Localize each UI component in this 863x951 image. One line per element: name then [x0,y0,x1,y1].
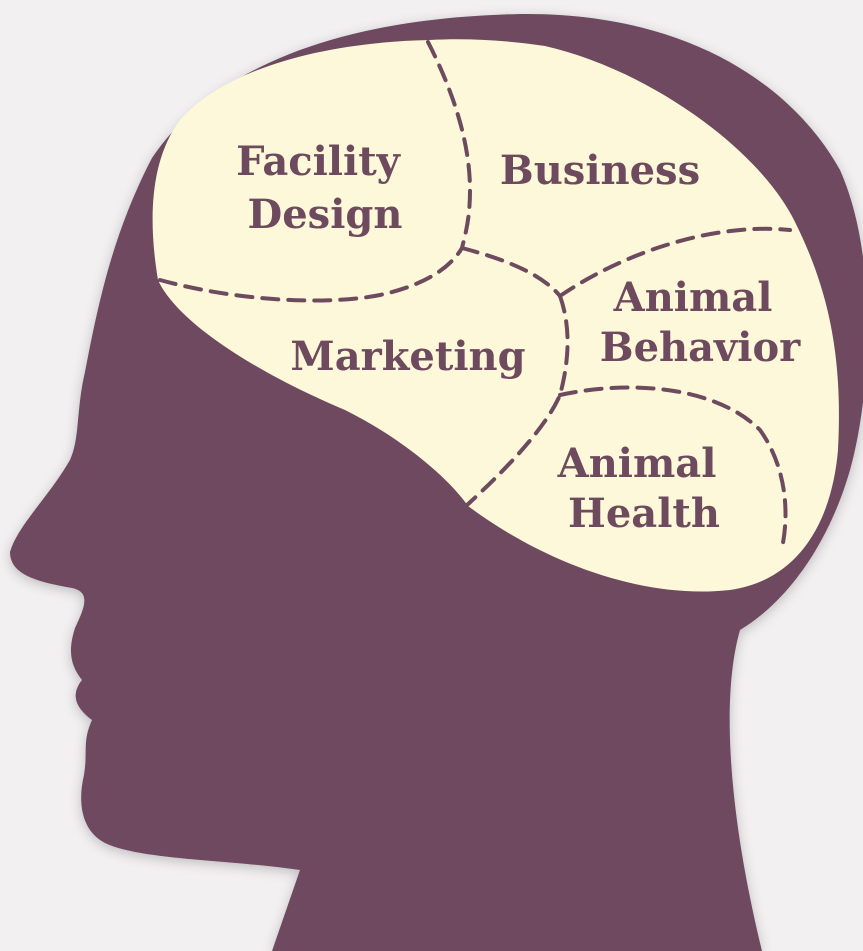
divider-marketing-business [460,246,562,298]
label-facility-design: Facility Design [236,138,414,238]
divider-behavior-health [558,385,788,550]
divider-business-behavior [558,226,792,298]
region-labels: Facility Design Business Marketing Anima… [236,138,801,537]
label-animal-health: Animal Health [557,440,731,537]
divider-facility-business [426,40,473,250]
brain-area [152,39,839,592]
label-business: Business [500,147,700,194]
label-line: Business [500,147,700,194]
label-line: Facility [236,138,402,185]
label-line: Health [568,490,720,537]
region-dividers [158,40,792,550]
divider-facility-marketing [158,246,464,303]
divider-marketing-behavior-health [464,294,570,508]
label-marketing: Marketing [290,333,525,380]
label-line: Behavior [600,324,801,371]
label-animal-behavior: Animal Behavior [600,274,801,371]
label-line: Animal [613,274,773,321]
label-line: Marketing [290,333,525,380]
label-line: Animal [557,440,717,487]
label-line: Design [248,191,403,238]
